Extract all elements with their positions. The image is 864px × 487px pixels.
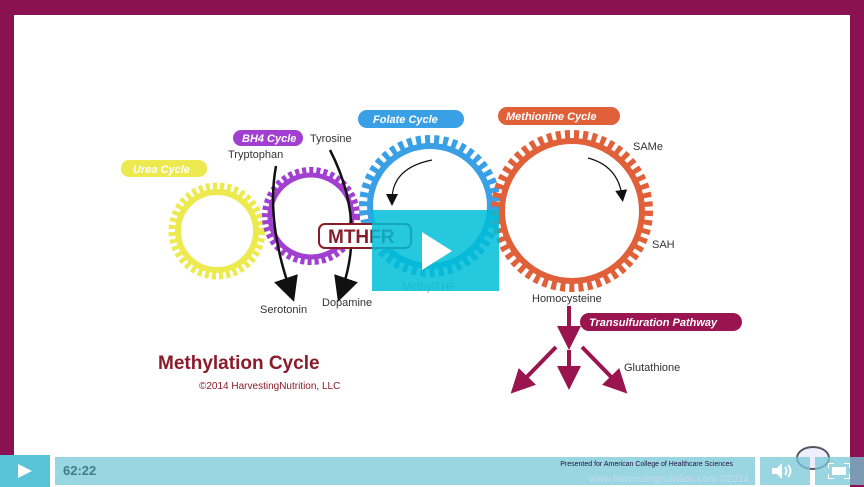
play-overlay-button[interactable]: [372, 210, 499, 291]
methionine-cycle-label: Methionine Cycle: [506, 111, 596, 123]
watermark-url: www.harvestingnutrition.com ©2014: [589, 474, 749, 485]
bh4-cycle-label: BH4 Cycle: [242, 133, 296, 145]
same-label: SAMe: [633, 141, 663, 153]
bh4-arrows: [271, 149, 358, 302]
time-display: 62:22: [63, 463, 97, 478]
play-icon: [422, 232, 452, 270]
transsulfuration-arrows: [510, 306, 628, 394]
progress-bar[interactable]: 62:22 Presented for American College of …: [55, 457, 755, 485]
bh4-cycle-pill: BH4 Cycle: [233, 130, 303, 146]
urea-cycle-gear: [168, 182, 266, 280]
transsulfuration-pill: Transulfuration Pathway: [580, 313, 742, 331]
tryptophan-label: Tryptophan: [228, 149, 283, 161]
volume-icon: [772, 463, 792, 479]
play-button[interactable]: [0, 455, 50, 487]
sah-label: SAH: [652, 239, 675, 251]
folate-cycle-pill: Folate Cycle: [358, 110, 464, 128]
player-controls: 62:22 Presented for American College of …: [0, 455, 864, 487]
glutathione-label: Glutathione: [624, 362, 680, 374]
homocysteine-label: Homocysteine: [532, 293, 602, 305]
volume-button[interactable]: [760, 457, 810, 485]
methionine-cycle-gear: [491, 130, 653, 292]
fullscreen-button[interactable]: [815, 457, 864, 485]
credit-text: Presented for American College of Health…: [560, 461, 733, 468]
progress-played: [55, 457, 69, 485]
transsulfuration-label: Transulfuration Pathway: [589, 317, 718, 329]
copyright-text: ©2014 HarvestingNutrition, LLC: [199, 381, 340, 392]
folate-cycle-label: Folate Cycle: [373, 114, 438, 126]
methionine-cycle-pill: Methionine Cycle: [498, 107, 620, 125]
urea-cycle-pill: Urea Cycle: [121, 160, 207, 177]
fullscreen-icon: [828, 463, 850, 479]
play-icon: [18, 464, 32, 478]
tyrosine-label: Tyrosine: [310, 133, 352, 145]
slide-title: Methylation Cycle: [158, 353, 320, 374]
urea-cycle-label: Urea Cycle: [133, 164, 190, 176]
serotonin-label: Serotonin: [260, 304, 307, 316]
dopamine-label: Dopamine: [322, 297, 372, 309]
